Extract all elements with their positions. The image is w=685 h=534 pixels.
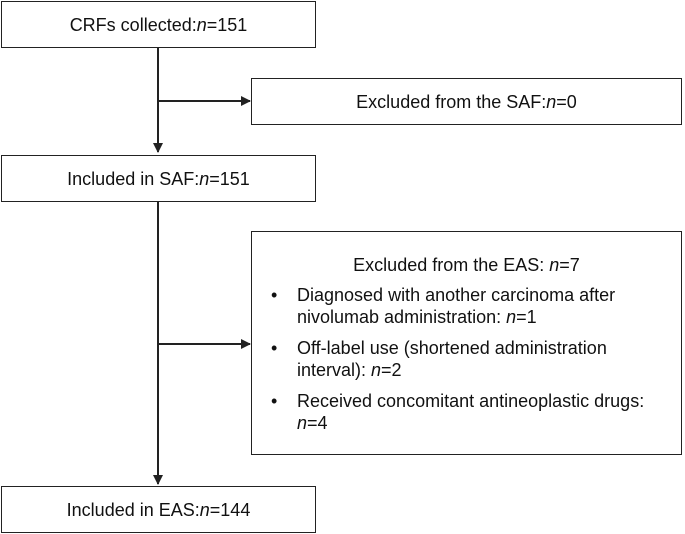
exclusion-reason-text: Received concomitant antineoplastic drug… <box>297 391 645 411</box>
exclusion-reason-n-label: n <box>506 307 517 327</box>
bullet-point: • <box>271 338 278 358</box>
exclusion-reason-n-label: n <box>371 360 382 380</box>
bullet-point: • <box>271 285 278 305</box>
crfs-collected-label: CRFs collected: <box>69 14 197 35</box>
exclusion-reason-n-label: n <box>297 413 308 433</box>
exclusion-reason-value: =1 <box>516 307 537 327</box>
excluded-saf-label: Excluded from the SAF: <box>356 91 547 112</box>
included-eas-box: Included in EAS: n =144 <box>1 486 316 533</box>
excluded-saf-value: =0 <box>556 91 577 112</box>
exclusion-reasons-list: • Diagnosed with another carcinoma after… <box>252 284 681 434</box>
included-saf-value: =151 <box>209 168 250 189</box>
exclusion-reason-text: Diagnosed with another carcinoma after n… <box>297 285 616 327</box>
exclusion-reason-text: Off-label use (shortened administration … <box>297 338 607 380</box>
excluded-saf-box: Excluded from the SAF: n =0 <box>251 78 682 125</box>
exclusion-reason-item: • Off-label use (shortened administratio… <box>252 337 681 381</box>
included-eas-label: Included in EAS: <box>66 499 200 520</box>
included-saf-n-label: n <box>199 168 210 189</box>
excluded-eas-title: Excluded from the EAS: n=7 <box>252 254 681 276</box>
excluded-eas-box: Excluded from the EAS: n=7 • Diagnosed w… <box>251 231 682 455</box>
included-saf-label: Included in SAF: <box>67 168 200 189</box>
excluded-eas-value: =7 <box>559 255 580 275</box>
included-eas-value: =144 <box>209 499 251 520</box>
excluded-saf-n-label: n <box>546 91 557 112</box>
exclusion-reason-value: =2 <box>381 360 402 380</box>
exclusion-reason-item: • Received concomitant antineoplastic dr… <box>252 390 681 434</box>
crfs-collected-value: =151 <box>206 14 248 35</box>
crfs-collected-n-label: n <box>196 14 207 35</box>
exclusion-reason-value: =4 <box>307 413 328 433</box>
excluded-eas-n-label: n <box>549 255 560 275</box>
bullet-point: • <box>271 391 278 411</box>
excluded-eas-label: Excluded from the EAS: <box>353 255 550 275</box>
included-saf-box: Included in SAF: n =151 <box>1 155 316 202</box>
crfs-collected-box: CRFs collected: n =151 <box>1 1 316 48</box>
included-eas-n-label: n <box>199 499 210 520</box>
exclusion-reason-item: • Diagnosed with another carcinoma after… <box>252 284 681 328</box>
